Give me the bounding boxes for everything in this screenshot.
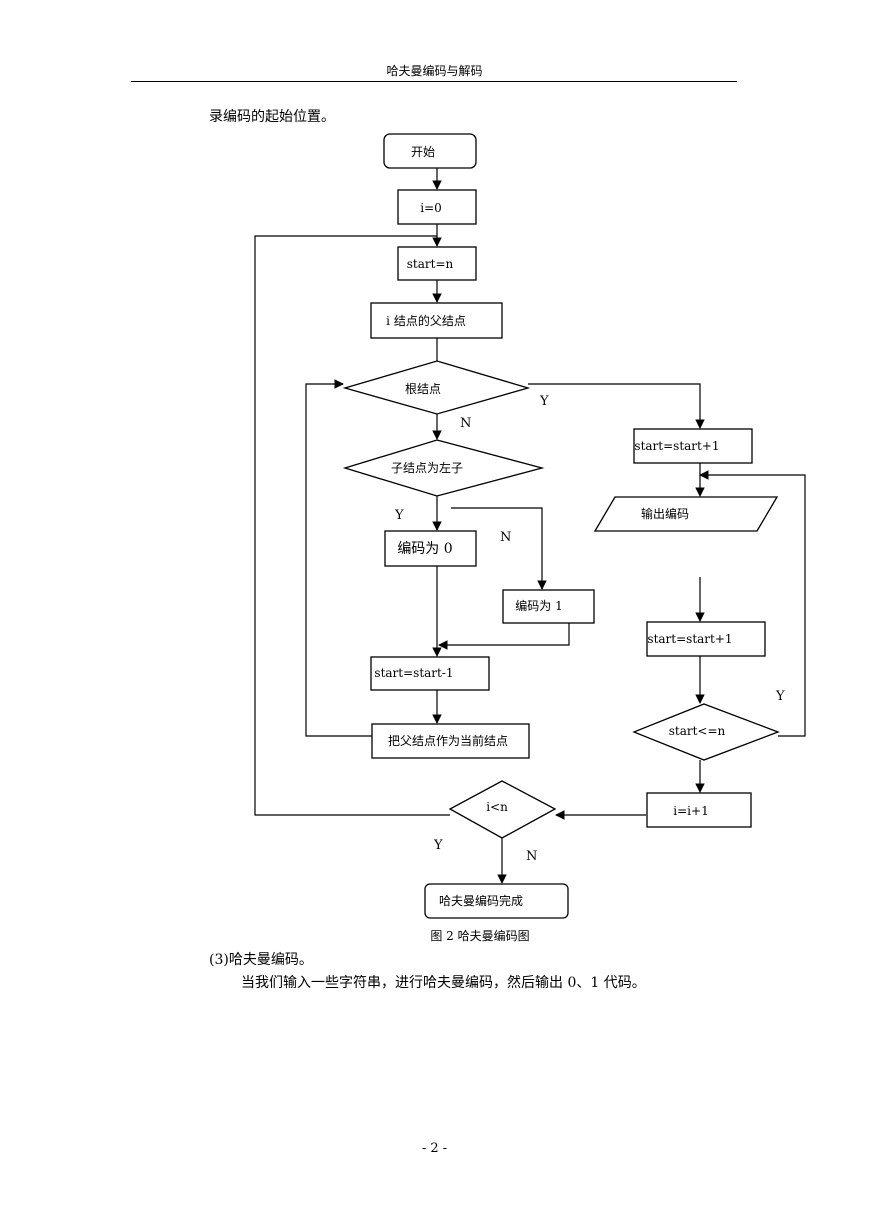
svg-text:i=0: i=0 [420, 201, 442, 215]
connector-lines [254, 168, 806, 884]
svg-text:开始: 开始 [411, 145, 435, 159]
start-le-n-yes-label: Y [775, 689, 785, 704]
root-no-label: N [460, 416, 471, 431]
svg-text:根结点: 根结点 [405, 382, 441, 396]
svg-text:哈夫曼编码完成: 哈夫曼编码完成 [439, 893, 523, 908]
section-title: (3)哈夫曼编码。 [209, 952, 313, 968]
intro-text: 录编码的起始位置。 [209, 109, 335, 125]
init-i-box: i=0 [397, 189, 477, 225]
svg-text:i 结点的父结点: i 结点的父结点 [386, 313, 466, 328]
start-terminal: 开始 [383, 133, 477, 169]
left-yes-label: Y [394, 508, 404, 523]
root-yes-label: Y [539, 394, 549, 409]
init-start-box: start=n [397, 246, 477, 281]
left-no-label: N [500, 530, 511, 545]
increment-i-box: i=i+1 [646, 792, 752, 828]
svg-text:编码为 1: 编码为 1 [515, 598, 562, 613]
end-terminal: 哈夫曼编码完成 [424, 883, 569, 919]
svg-text:start=start+1: start=start+1 [634, 439, 719, 453]
root-node-decision: 根结点 [342, 360, 531, 415]
svg-text:编码为 0: 编码为 0 [397, 541, 452, 557]
decrement-start-box: start=start-1 [370, 656, 490, 691]
page-number: - 2 - [421, 1141, 448, 1156]
code-one-box: 编码为 1 [502, 589, 595, 624]
figure-caption: 图 2 哈夫曼编码图 [430, 928, 529, 943]
i-lt-n-yes-label: Y [433, 838, 443, 853]
increment-start-box-a: start=start+1 [633, 428, 753, 464]
svg-text:把父结点作为当前结点: 把父结点作为当前结点 [388, 733, 508, 748]
start-le-n-decision: start<=n [632, 703, 780, 761]
increment-start-box-b: start=start+1 [646, 621, 766, 657]
output-code-parallelogram: 输出编码 [593, 496, 779, 532]
svg-text:输出编码: 输出编码 [641, 506, 689, 521]
svg-text:start=start-1: start=start-1 [374, 666, 453, 680]
i-lt-n-no-label: N [526, 849, 537, 864]
svg-text:i<n: i<n [486, 800, 508, 814]
svg-text:子结点为左子: 子结点为左子 [391, 460, 463, 475]
set-current-node-box: 把父结点作为当前结点 [371, 723, 530, 759]
left-child-decision: 子结点为左子 [342, 439, 545, 497]
code-zero-box: 编码为 0 [384, 530, 477, 567]
i-lt-n-decision: i<n [448, 780, 557, 839]
svg-text:start<=n: start<=n [669, 724, 726, 738]
body-paragraph: 当我们输入一些字符串，进行哈夫曼编码，然后输出 0、1 代码。 [241, 975, 646, 991]
svg-text:start=start+1: start=start+1 [647, 632, 732, 646]
header-rule [131, 81, 737, 82]
svg-text:start=n: start=n [407, 257, 454, 271]
svg-text:i=i+1: i=i+1 [673, 804, 708, 818]
page-header: 哈夫曼编码与解码 [386, 64, 483, 78]
parent-node-box: i 结点的父结点 [370, 302, 503, 339]
